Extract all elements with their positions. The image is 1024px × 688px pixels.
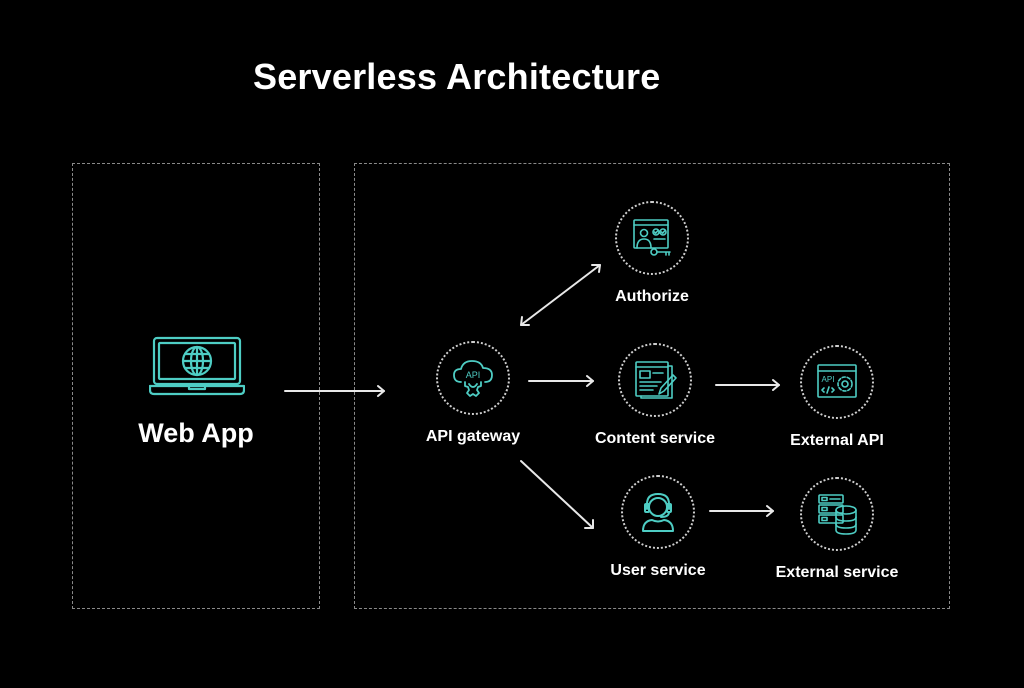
- arrow-gateway-authorize-bidirectional: [520, 264, 601, 326]
- arrow-gateway-to-user: [520, 460, 594, 529]
- arrow-gateway-to-content: [528, 375, 594, 387]
- svg-text:API: API: [466, 370, 481, 380]
- diagram-title: Serverless Architecture: [253, 56, 661, 97]
- client-boundary: [72, 163, 320, 609]
- node-ring: [615, 201, 689, 275]
- arrow-user-to-external-service: [709, 505, 774, 517]
- document-edit-icon: [635, 361, 677, 399]
- node-ring: [618, 343, 692, 417]
- web-app-label: Web App: [138, 418, 254, 448]
- svg-text:API: API: [822, 375, 835, 384]
- node-ring: [436, 341, 510, 415]
- node-label: Content service: [594, 430, 716, 447]
- api-cloud-gear-icon: API: [453, 360, 493, 397]
- node-label: Authorize: [615, 288, 689, 305]
- node-label: User service: [610, 562, 706, 579]
- laptop-globe-icon: [149, 336, 245, 396]
- headset-user-icon: [642, 493, 674, 532]
- node-label: API gateway: [425, 428, 521, 445]
- node-ring: [800, 345, 874, 419]
- arrow-webapp-to-gateway: [284, 385, 385, 397]
- node-ring: [621, 475, 695, 549]
- server-database-icon: [818, 494, 857, 535]
- node-label: External service: [775, 564, 899, 581]
- node-ring: [800, 477, 874, 551]
- serverless-boundary: [354, 163, 950, 609]
- api-code-gear-icon: API: [817, 364, 857, 398]
- arrow-content-to-external-api: [715, 379, 780, 391]
- user-key-icon: [633, 219, 671, 256]
- node-label: External API: [790, 432, 884, 449]
